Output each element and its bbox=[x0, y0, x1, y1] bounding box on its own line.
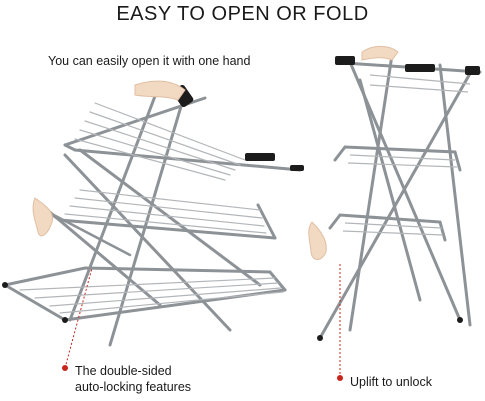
left-caption-line-1: The double-sided bbox=[75, 364, 172, 378]
hand-top bbox=[134, 80, 186, 101]
left-caption-line-2: auto-locking features bbox=[75, 380, 192, 394]
hand-left bbox=[32, 197, 54, 237]
hand-right-lever bbox=[308, 221, 327, 260]
one-hand-note: You can easily open it with one hand bbox=[48, 54, 251, 68]
right-rack-folded bbox=[318, 53, 482, 340]
right-rack-wires bbox=[342, 74, 471, 236]
hand-right-top bbox=[361, 45, 399, 61]
right-caption: Uplift to unlock bbox=[350, 375, 432, 389]
right-rack-end-caps bbox=[317, 56, 480, 341]
left-caption: The double-sided auto-locking features bbox=[75, 363, 191, 395]
headline: EASY TO OPEN OR FOLD bbox=[116, 3, 369, 25]
right-pointer bbox=[337, 262, 343, 381]
left-pointer bbox=[62, 267, 93, 371]
